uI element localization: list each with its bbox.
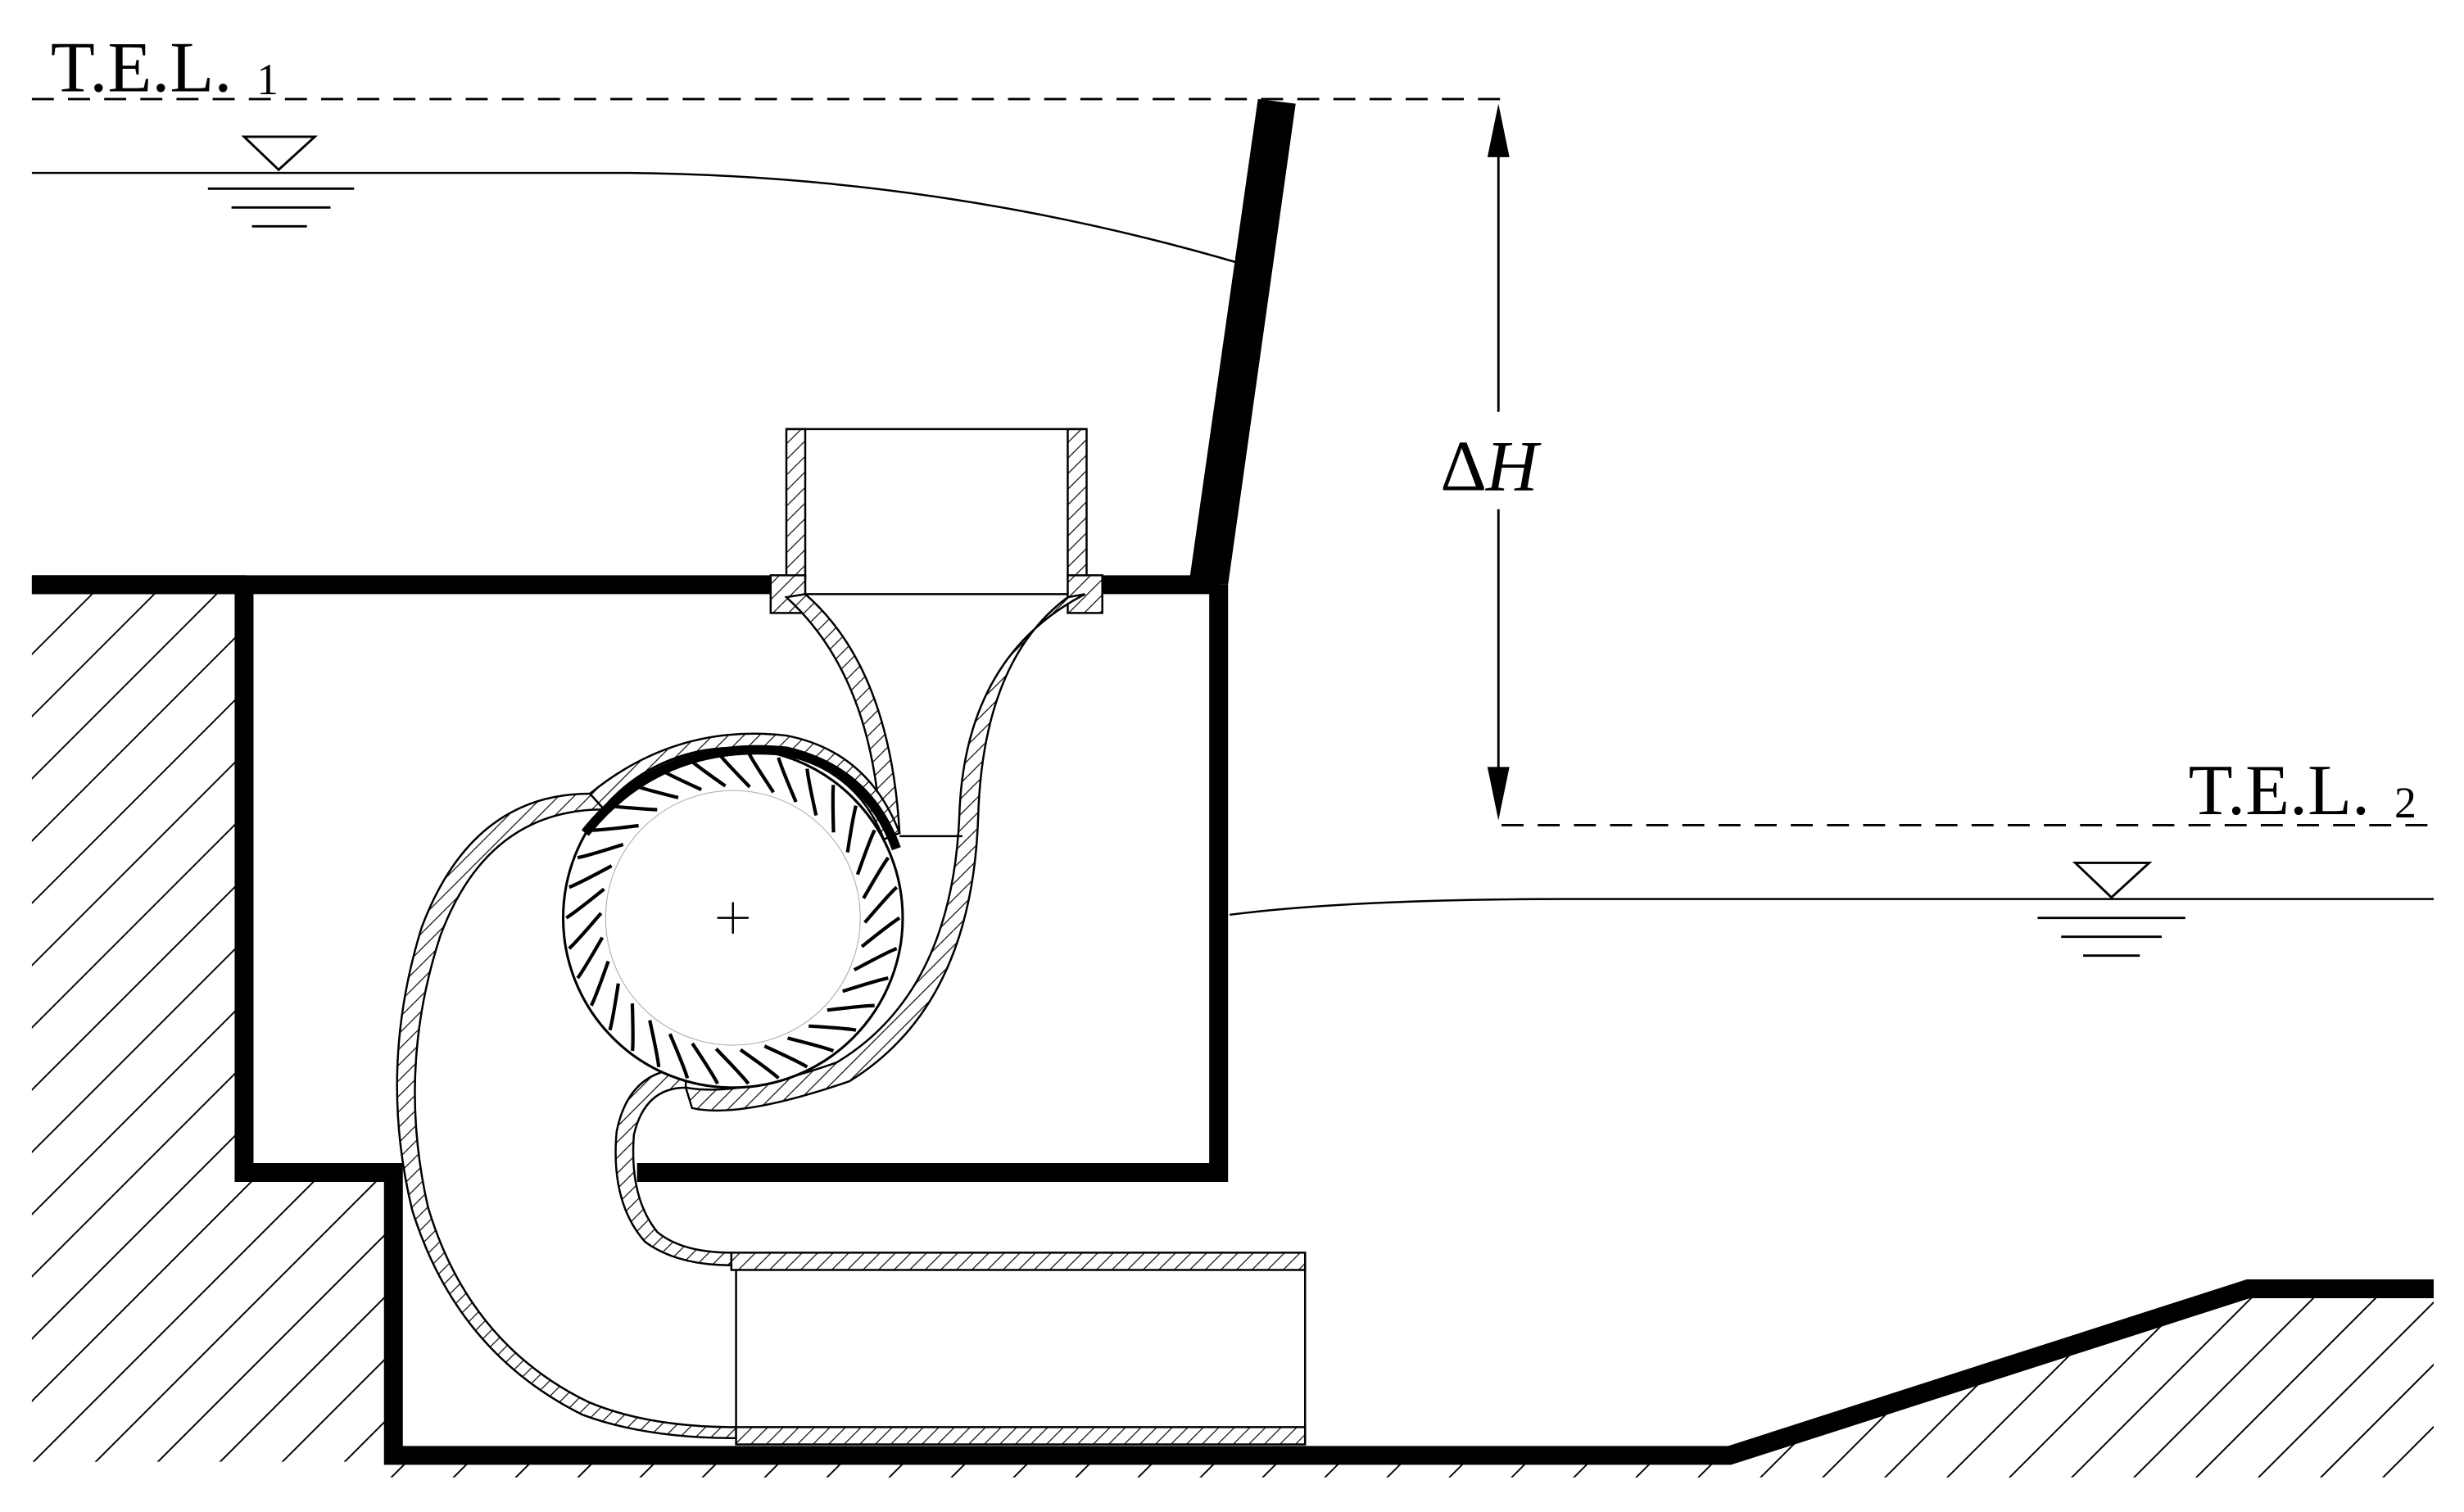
runner-blade: [739, 1048, 780, 1080]
tel-upper-subscript: 1: [256, 55, 279, 104]
runner-blade: [855, 829, 876, 876]
runner-blade: [589, 960, 610, 1007]
rotor-center-crosshair: [717, 902, 749, 934]
head-difference-dimension: Δ H: [1434, 103, 1560, 821]
runner-blade: [860, 916, 901, 948]
runner-blade: [862, 856, 890, 899]
draft-tube: [396, 792, 1307, 1446]
water-surface-marker-upper: [207, 135, 355, 228]
water-surface-marker-lower: [2037, 862, 2185, 957]
runner-blade: [827, 1003, 875, 1012]
runner-blade: [568, 864, 613, 890]
runner-blade: [714, 1048, 750, 1085]
runner-blade: [863, 885, 899, 924]
runner-blade: [630, 1003, 635, 1052]
runner-blade: [808, 1024, 857, 1032]
lower-water-level: T.E.L. 2: [1229, 750, 2435, 957]
runner-blade: [568, 912, 603, 950]
runner-blade: [576, 936, 605, 980]
runner-blade: [648, 1020, 661, 1067]
runner-blade: [831, 785, 836, 833]
powerhouse-structure: [31, 575, 2435, 1465]
ground-hatching: [31, 594, 2435, 1478]
runner-blade: [577, 843, 624, 860]
runner-blade: [805, 768, 818, 816]
runner-blade: [565, 887, 605, 920]
inlet-stack: [769, 428, 1103, 614]
upper-water-level: T.E.L. 1: [31, 27, 1502, 265]
weir-headwall: [1189, 98, 1296, 585]
runner-blade: [777, 757, 798, 803]
upper-deck-left: [31, 575, 246, 595]
tel-upper-label: T.E.L.: [51, 27, 232, 107]
runner-blade: [842, 976, 889, 994]
runner-blade: [763, 1044, 808, 1069]
runner-blade: [845, 805, 858, 853]
runner-blade: [787, 1036, 835, 1053]
runner-blade: [668, 1033, 690, 1079]
runner-blade: [608, 983, 620, 1031]
runner-blade: [691, 1042, 719, 1085]
tel-lower-subscript: 2: [2394, 778, 2416, 827]
delta-symbol: Δ: [1440, 427, 1487, 507]
head-variable-h: H: [1485, 427, 1542, 507]
crossflow-runner: [561, 745, 904, 1089]
runner-blade: [853, 947, 898, 972]
tel-lower-label: T.E.L.: [2189, 750, 2370, 831]
